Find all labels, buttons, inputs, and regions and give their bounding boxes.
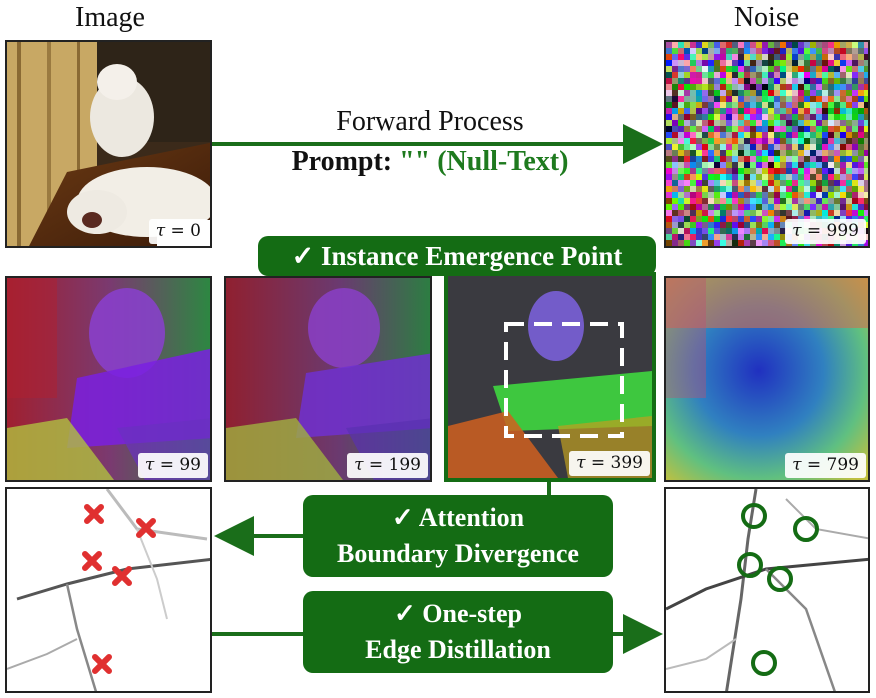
- timestep-label-0: τ = 0: [148, 219, 208, 244]
- image-header: Image: [75, 2, 145, 33]
- feature-map-399: τ = 399: [444, 272, 656, 482]
- dog-photo: [7, 42, 210, 246]
- timestep-label-399: τ = 399: [569, 451, 650, 476]
- noise-header: Noise: [733, 2, 800, 33]
- timestep-label-799: τ = 799: [785, 453, 866, 478]
- prompt-value: "" (Null-Text): [399, 146, 569, 177]
- edge-distillation-callout: ✓ One-step Edge Distillation: [303, 591, 613, 673]
- prompt-label: Prompt:: [291, 146, 393, 177]
- instance-emergence-callout: ✓ Instance Emergence Point: [258, 236, 656, 276]
- prompt-text: Prompt: "" (Null-Text): [230, 146, 630, 178]
- attention-boundary-callout: ✓ Attention Boundary Divergence: [303, 495, 613, 577]
- alignment-circle-markers: [737, 503, 819, 676]
- noise-panel: τ = 999: [664, 40, 870, 248]
- timestep-label-99: τ = 99: [137, 453, 208, 478]
- feature-map-799: τ = 799: [664, 276, 870, 482]
- timestep-label-199: τ = 199: [347, 453, 428, 478]
- feature-map-199: τ = 199: [224, 276, 432, 482]
- emergence-region-box: [504, 322, 624, 438]
- misalignment-cross-markers: [82, 504, 156, 674]
- noise-image: [666, 42, 868, 246]
- feature-map-99: τ = 99: [5, 276, 212, 482]
- edge-map-left: [5, 487, 212, 693]
- input-photo-panel: τ = 0: [5, 40, 212, 248]
- timestep-label-999: τ = 999: [785, 219, 866, 244]
- forward-process-label: Forward Process: [336, 106, 524, 137]
- edge-map-right: [664, 487, 870, 693]
